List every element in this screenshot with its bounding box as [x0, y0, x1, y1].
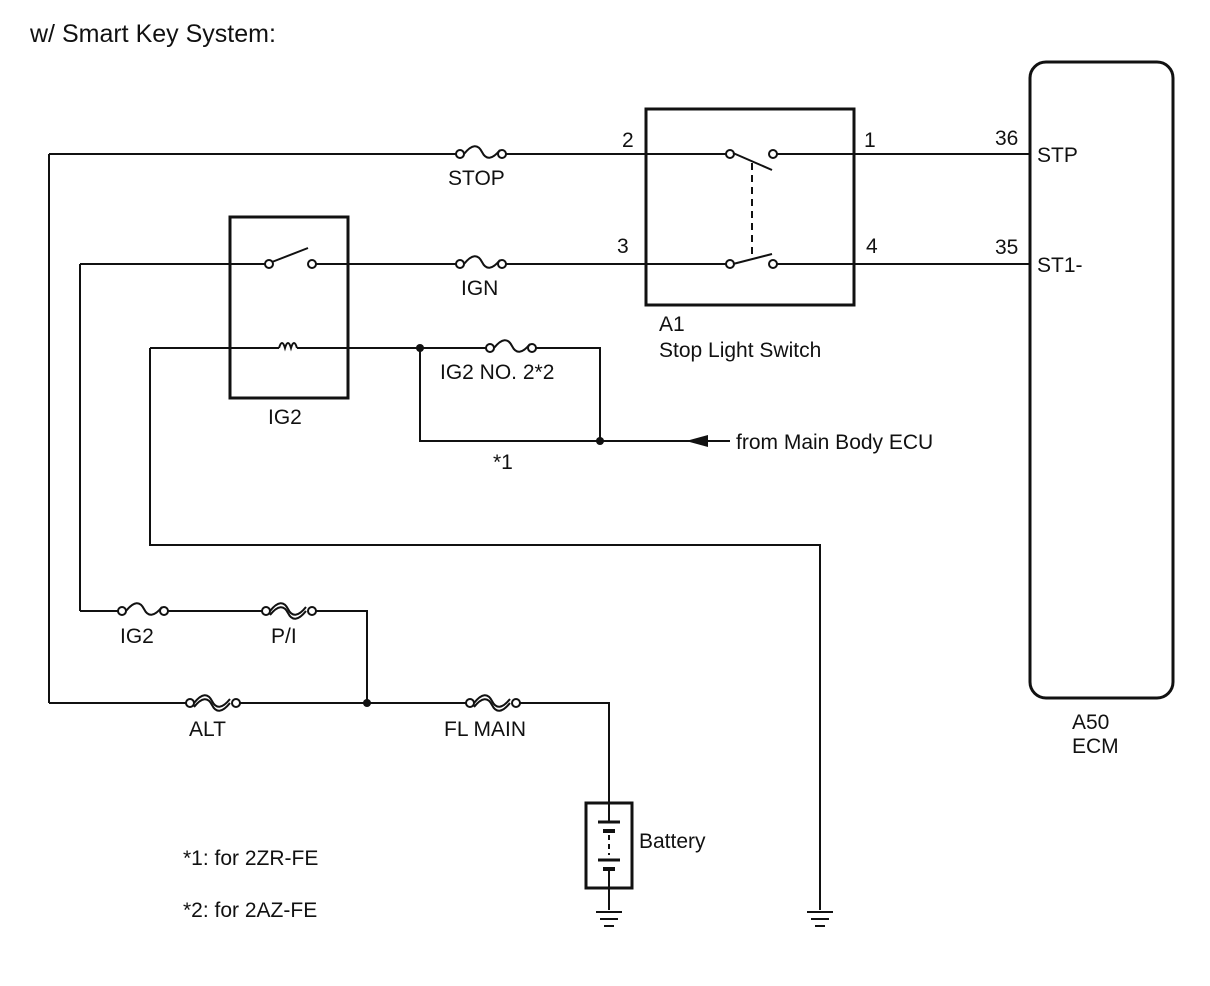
diagram-heading: w/ Smart Key System: [29, 20, 276, 48]
fuse-ig2-label: IG2 [120, 625, 154, 648]
ecm-box [1028, 60, 1175, 700]
switch-pin-1: 1 [864, 129, 876, 152]
switch-contact [768, 259, 778, 269]
switch-blade-upper [732, 152, 773, 171]
ecm-block: STP ST1- 36 35 A50 ECM [995, 60, 1175, 758]
fuse-pi-icon [261, 602, 317, 620]
switch-pin-2: 2 [622, 129, 634, 152]
switch-name: Stop Light Switch [659, 339, 821, 362]
ig2-relay: IG2 [228, 215, 350, 429]
relay-coil-icon [278, 342, 298, 352]
ground-icon [807, 911, 833, 927]
wire-fl-main-to-battery [520, 702, 610, 803]
note-2: *2: for 2AZ-FE [183, 899, 317, 922]
ecm-pin-number-36: 36 [995, 127, 1018, 150]
fuse-fl-main-label: FL MAIN [444, 718, 526, 741]
junction-dot [363, 699, 371, 707]
switch-pin-3: 3 [617, 235, 629, 258]
relay-contact-blade [271, 247, 309, 263]
star1-label: *1 [493, 451, 513, 474]
battery-label: Battery [639, 830, 706, 853]
switch-contact [725, 259, 735, 269]
fuse-ign-icon [455, 255, 507, 269]
ig2-relay-label: IG2 [268, 406, 302, 429]
stop-light-switch: 2 1 3 4 A1 Stop Light Switch [617, 107, 878, 362]
wire-bypass-star1 [419, 348, 600, 442]
note-1: *1: for 2ZR-FE [183, 847, 318, 870]
switch-contact [768, 149, 778, 159]
arrow-icon [686, 435, 708, 447]
wire-ig2no2-to-ecu [536, 347, 601, 441]
wire-coil-to-ground [149, 348, 821, 910]
ground-icon [596, 911, 622, 927]
ig2-relay-box [228, 215, 350, 400]
junction-dot [596, 437, 604, 445]
ecm-pin-number-35: 35 [995, 236, 1018, 259]
fuse-alt-icon [185, 694, 241, 712]
wire-pi-to-junction [316, 610, 368, 703]
fuse-ig2-no2-label: IG2 NO. 2*2 [440, 361, 554, 384]
switch-code: A1 [659, 313, 685, 336]
ecm-pin-stp: STP [1037, 144, 1078, 167]
from-main-body-ecu-label: from Main Body ECU [736, 431, 933, 454]
fuse-ig2-icon [117, 602, 169, 616]
fuse-stop-label: STOP [448, 167, 505, 190]
junction-dot [416, 344, 424, 352]
ecm-name: ECM [1072, 735, 1119, 758]
fuse-alt-label: ALT [189, 718, 226, 741]
battery-icon [584, 801, 634, 910]
fuse-ig2-no2-icon [485, 339, 537, 353]
switch-blade-lower [732, 253, 773, 265]
ecm-pin-st1: ST1- [1037, 254, 1083, 277]
switch-pin-4: 4 [866, 235, 878, 258]
fuse-stop-icon [455, 145, 507, 159]
fuse-ign-label: IGN [461, 277, 498, 300]
ecm-code: A50 [1072, 711, 1109, 734]
fuse-fl-main-icon [465, 694, 521, 712]
fuse-pi-label: P/I [271, 625, 297, 648]
relay-contact [307, 259, 317, 269]
stop-light-switch-box [644, 107, 856, 307]
